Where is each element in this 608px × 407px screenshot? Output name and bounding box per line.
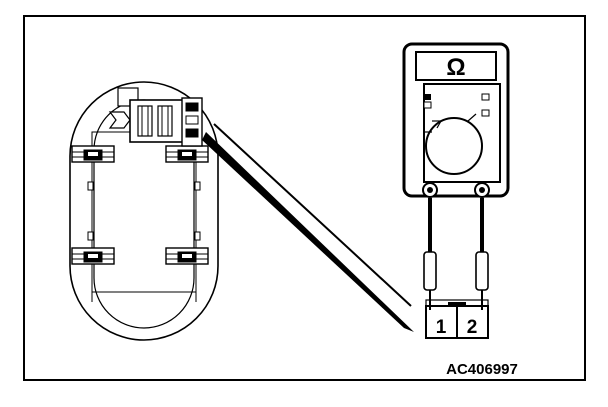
- terminal-1-label: 1: [436, 317, 447, 338]
- ohmmeter-range-dial: [425, 117, 483, 175]
- magnifier-wedge: [202, 132, 414, 332]
- clip-top-right: [165, 145, 209, 163]
- ohm-symbol-label: Ω: [446, 54, 465, 81]
- ohmmeter: [402, 42, 510, 198]
- switch-body: [69, 81, 219, 341]
- connector-latch: [108, 111, 131, 129]
- clip-top-left: [71, 145, 115, 163]
- retaining-clips: [71, 145, 209, 265]
- clip-bottom-right: [165, 247, 209, 265]
- switch-housing-outer: [69, 81, 219, 341]
- terminal-2-label: 2: [467, 317, 478, 338]
- switch-connector: [108, 87, 203, 147]
- ohmmeter-display: [415, 51, 497, 81]
- terminal-connector-closeup: [425, 299, 489, 339]
- test-leads: [423, 198, 489, 306]
- diagram-frame: [23, 15, 586, 381]
- test-probe-left: [423, 251, 437, 291]
- clip-bottom-left: [71, 247, 115, 265]
- test-probe-right: [475, 251, 489, 291]
- figure-code-label: AC406997: [446, 361, 518, 378]
- magnifier-lines: [202, 123, 414, 332]
